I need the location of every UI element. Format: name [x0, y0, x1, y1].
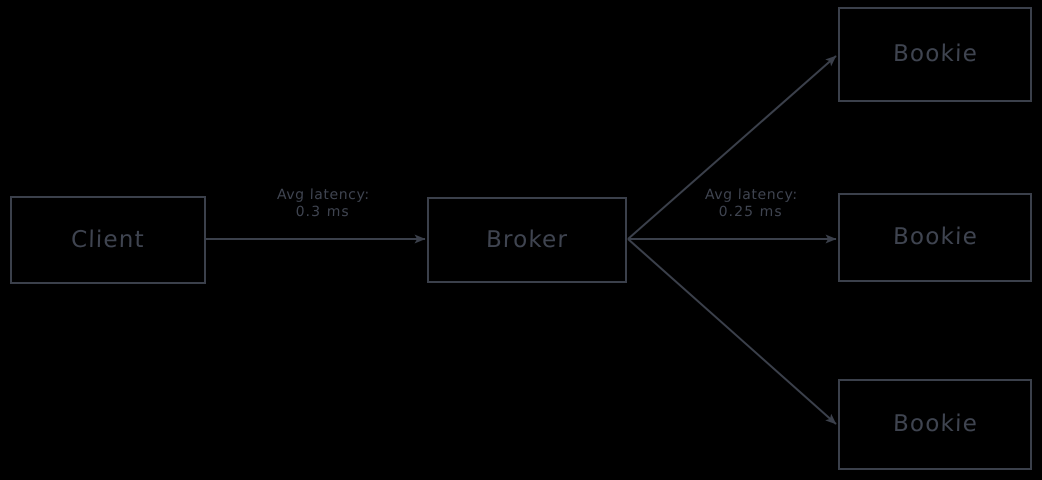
node-client-label: Client: [70, 226, 146, 253]
node-bookie-bottom-label: Bookie: [892, 411, 978, 437]
edge-label-client-broker: Avg latency: 0.3 ms: [258, 187, 387, 221]
node-bookie-top[interactable]: Bookie: [838, 7, 1032, 102]
node-client[interactable]: Client: [10, 196, 206, 284]
edge-label-client-broker-line1: Avg latency:: [276, 187, 370, 203]
node-bookie-bottom[interactable]: Bookie: [838, 379, 1032, 470]
connector-broker-to-bookie-bottom: [627, 238, 837, 425]
edge-label-broker-bookie-line2: 0.25 ms: [718, 204, 784, 220]
node-broker-label: Broker: [485, 226, 569, 253]
node-bookie-middle[interactable]: Bookie: [838, 193, 1032, 282]
edge-label-broker-bookie-line1: Avg latency:: [704, 187, 798, 203]
node-bookie-middle-label: Bookie: [892, 224, 978, 250]
edge-label-client-broker-line2: 0.3 ms: [295, 204, 351, 220]
node-broker[interactable]: Broker: [427, 197, 627, 283]
connector-broker-to-bookie-top: [627, 55, 837, 240]
node-bookie-top-label: Bookie: [892, 41, 978, 67]
edge-label-broker-bookie: Avg latency: 0.25 ms: [686, 187, 815, 221]
